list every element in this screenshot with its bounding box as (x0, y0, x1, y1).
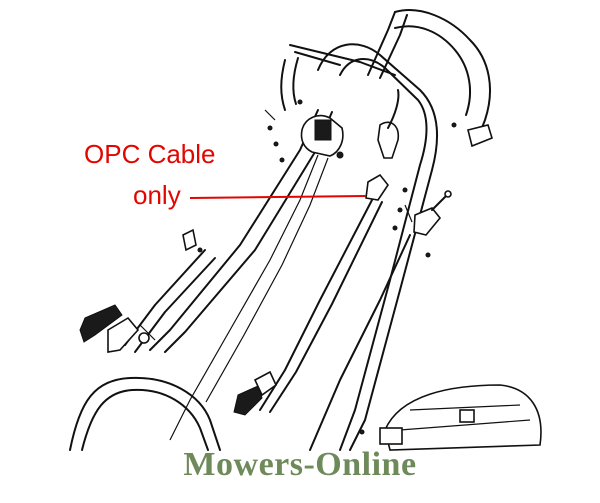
right-lower-handle (233, 173, 452, 451)
opc-control-unit (169, 114, 344, 441)
upper-handle (317, 9, 493, 451)
brand-watermark: Mowers-Online (183, 446, 417, 483)
callout-label-line2: only (133, 180, 181, 210)
callout-label-line1: OPC Cable (84, 139, 216, 169)
control-bar (280, 44, 400, 159)
callout-leader-line (189, 195, 367, 199)
grass-bag (379, 384, 542, 451)
fastener-dots (182, 99, 457, 435)
bottom-handle-loop (69, 376, 221, 451)
